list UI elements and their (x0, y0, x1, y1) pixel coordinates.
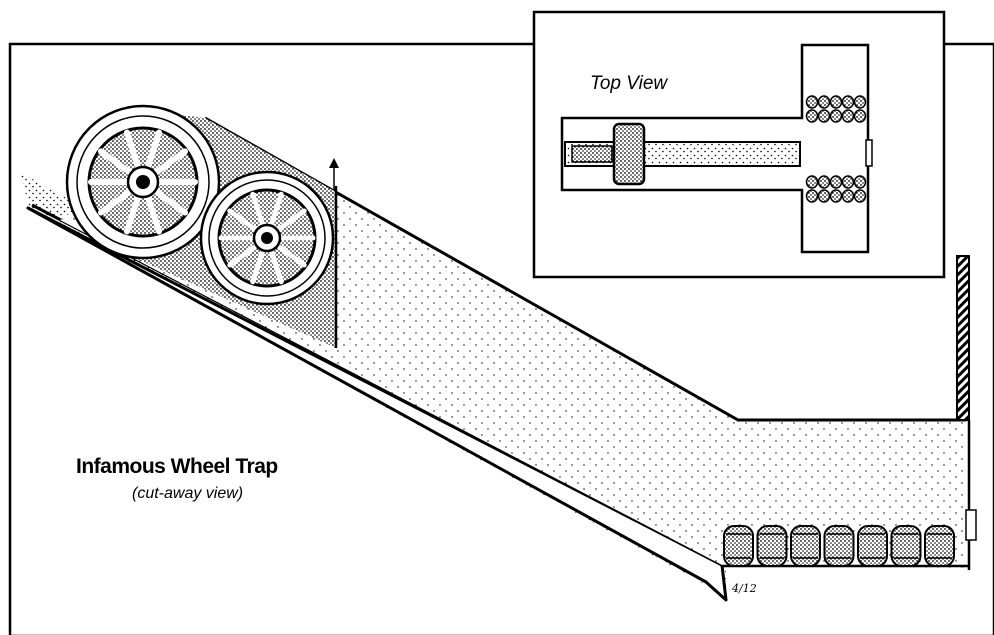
wheel-spoke (97, 188, 134, 216)
wheel-spoke (227, 208, 259, 233)
barrel (790, 525, 821, 567)
barrel (857, 525, 888, 567)
diagram-title: Infamous Wheel Trap (76, 455, 278, 478)
wheel-spoke (268, 191, 284, 228)
side-barrels (723, 525, 955, 567)
top-view-barrel (853, 175, 867, 189)
barrel (890, 525, 922, 567)
wheel-spoke (268, 248, 284, 285)
barrel (723, 525, 754, 567)
wheel-spoke (152, 148, 189, 176)
top-view-barrel (829, 189, 843, 203)
wheel-spoke (275, 208, 307, 233)
right-wall (956, 255, 970, 421)
wheel-spoke (227, 243, 259, 268)
wheel-spoke (144, 129, 163, 170)
barrel (924, 525, 955, 567)
top-view-barrel (817, 189, 831, 203)
top-view-barrel (805, 109, 819, 123)
top-view-barrel (817, 95, 831, 109)
diagram-subtitle: (cut-away view) (132, 485, 243, 502)
small-wheel (199, 170, 335, 306)
top-view-barrel (829, 109, 843, 123)
wheel-spoke (97, 148, 134, 176)
top-view-barrel (805, 175, 819, 189)
top-view-barrel (841, 189, 855, 203)
top-view-barrel (805, 95, 819, 109)
top-view-barrel (817, 175, 831, 189)
top-view-barrel (817, 109, 831, 123)
top-view-barrel (841, 109, 855, 123)
wheel-spoke (144, 194, 163, 235)
top-view-label: Top View (590, 73, 668, 94)
barrel (823, 525, 855, 567)
wheel-spoke (250, 191, 266, 228)
top-view-barrel (853, 109, 867, 123)
wheel-spoke (123, 194, 142, 235)
artist-signature: 4/12 (731, 582, 757, 595)
top-view-barrel (841, 175, 855, 189)
top-view-barrel (853, 189, 867, 203)
top-view-barrel (829, 175, 843, 189)
top-view-inset (532, 10, 946, 279)
wheel-spoke (250, 248, 266, 285)
large-wheel (65, 104, 221, 260)
corridor-ceiling (204, 116, 966, 422)
top-view-barrel (841, 95, 855, 109)
wheel-spoke (152, 188, 189, 216)
wheel-spoke (275, 243, 307, 268)
top-view-barrel (805, 189, 819, 203)
top-view-barrel (853, 95, 867, 109)
top-view-barrel (829, 95, 843, 109)
barrel (756, 525, 788, 567)
wheel-spoke (123, 129, 142, 170)
